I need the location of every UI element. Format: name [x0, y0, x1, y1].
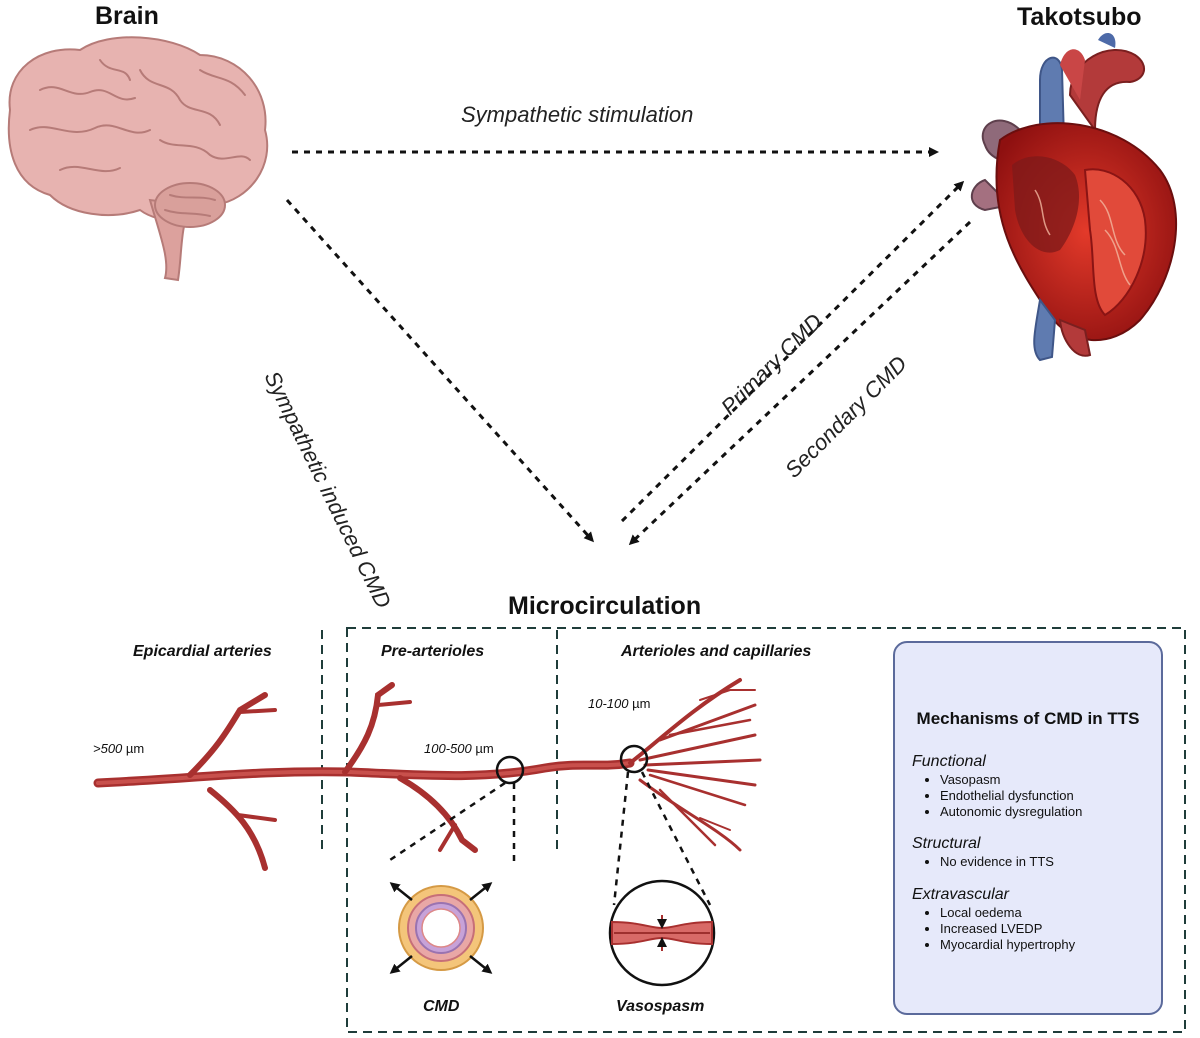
- label-pre-arterioles: Pre-arterioles: [381, 643, 485, 660]
- size-arterioles: 10-100 µm: [588, 696, 651, 711]
- mechanism-item: Endothelial dysfunction: [940, 788, 1153, 804]
- mechanism-heading: Extravascular: [912, 886, 1009, 903]
- mechanism-item: Autonomic dysregulation: [940, 804, 1153, 820]
- size-pre-arterioles: 100-500 µm: [424, 741, 494, 756]
- arrow-takotsubo-to-microcirculation: [628, 220, 972, 546]
- heart-illustration: [970, 33, 1178, 362]
- label-sympathetic-stimulation: Sympathetic stimulation: [461, 102, 694, 127]
- mechanisms-box: Mechanisms of CMD in TTS Functional Vaso…: [893, 641, 1163, 1015]
- cmd-cross-section: [389, 882, 493, 974]
- label-arterioles-capillaries: Arterioles and capillaries: [621, 643, 812, 660]
- arrow-brain-to-microcirculation: [285, 198, 595, 543]
- mechanism-group-extravascular: Extravascular Local oedema Increased LVE…: [912, 886, 1153, 953]
- mechanism-heading: Structural: [912, 835, 981, 852]
- brain-illustration: [7, 36, 269, 282]
- arrows: [285, 147, 972, 546]
- mechanisms-title: Mechanisms of CMD in TTS: [916, 709, 1140, 728]
- mechanism-item: No evidence in TTS: [940, 854, 1153, 870]
- mechanism-item: Vasopasm: [940, 772, 1153, 788]
- label-vasospasm: Vasospasm: [616, 998, 705, 1015]
- brain-title: Brain: [95, 2, 159, 30]
- microcirculation-title: Microcirculation: [508, 592, 702, 620]
- mechanism-group-functional: Functional Vasopasm Endothelial dysfunct…: [912, 753, 1153, 820]
- mechanism-heading: Functional: [912, 753, 986, 770]
- size-epicardial: >500 µm: [93, 741, 145, 756]
- magnifiers: [386, 744, 712, 906]
- label-epicardial-arteries: Epicardial arteries: [133, 643, 272, 660]
- takotsubo-title: Takotsubo: [1017, 3, 1142, 31]
- mechanism-item: Local oedema: [940, 905, 1153, 921]
- arrow-microcirculation-to-takotsubo: [620, 180, 965, 523]
- mechanism-group-structural: Structural No evidence in TTS: [912, 835, 1153, 870]
- vasospasm-inset: [608, 879, 716, 987]
- mechanism-item: Myocardial hypertrophy: [940, 937, 1153, 953]
- label-cmd: CMD: [423, 998, 460, 1015]
- mechanism-item: Increased LVEDP: [940, 921, 1153, 937]
- vessel-tree: [93, 678, 762, 871]
- microcirculation-frame: [321, 627, 1186, 1033]
